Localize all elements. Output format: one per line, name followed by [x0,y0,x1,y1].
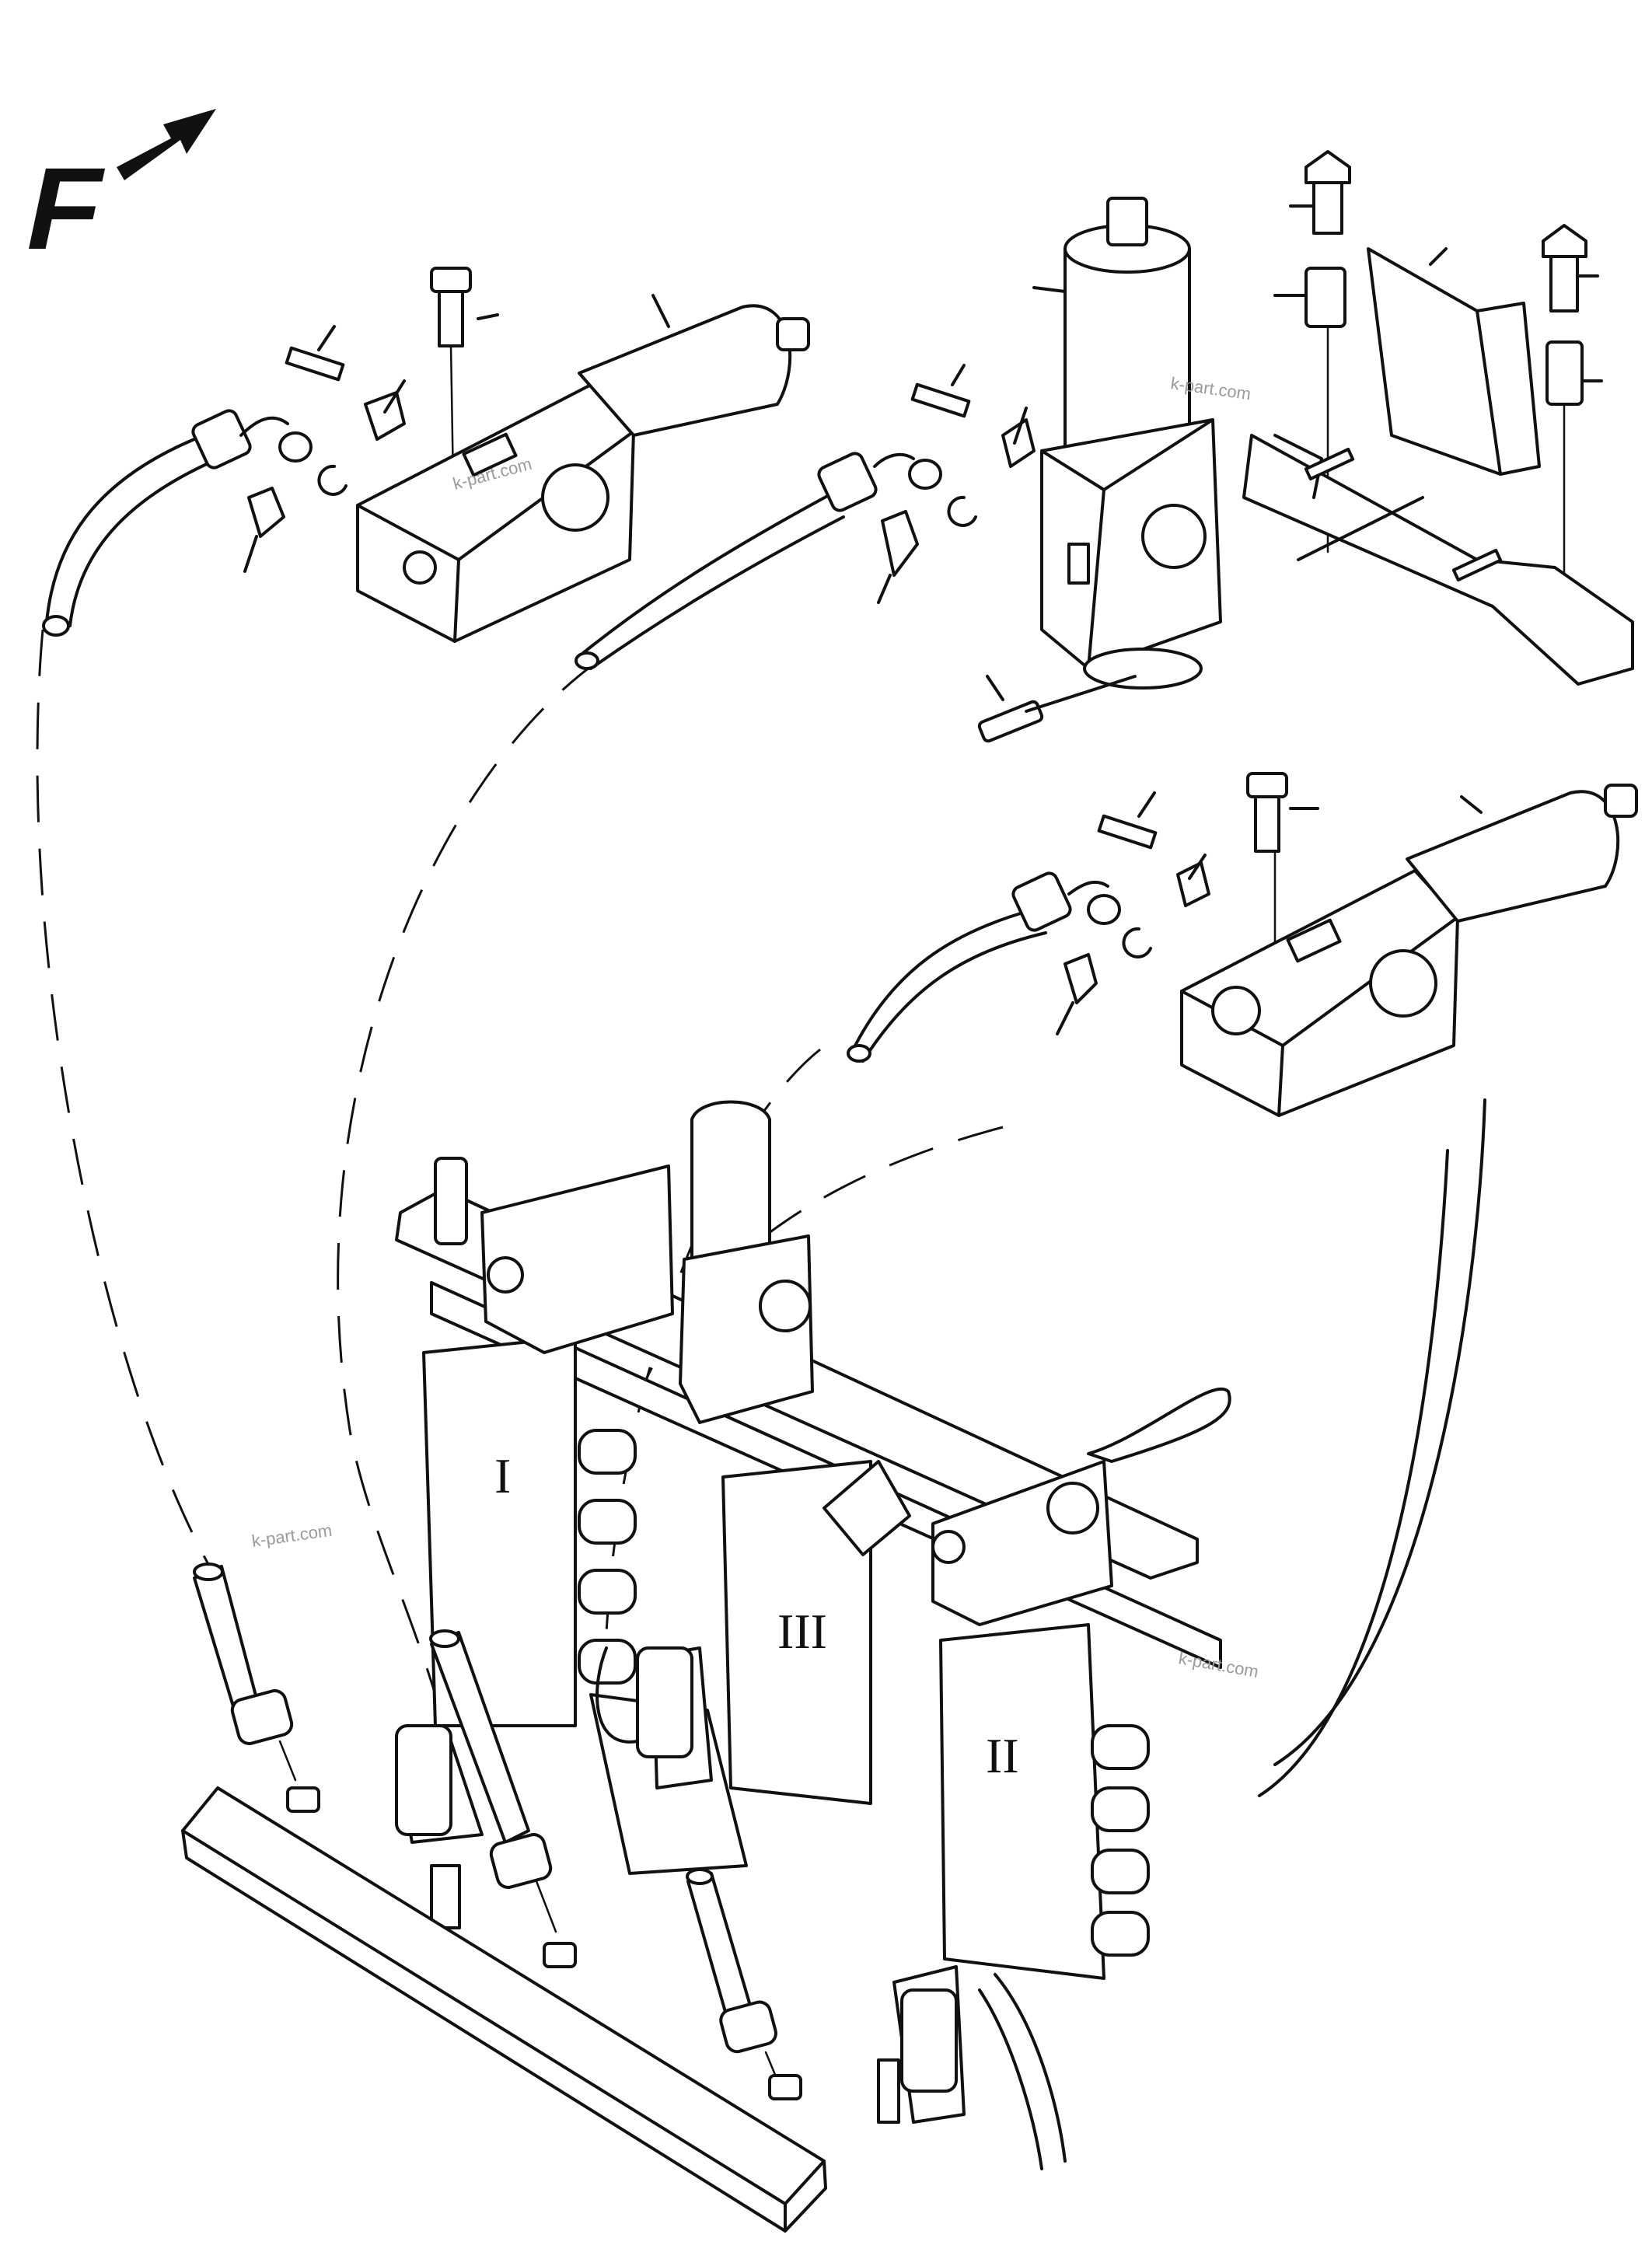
valve-block [1040,418,1222,670]
direction-label: F [16,145,114,274]
section-label-III: III [777,1604,827,1659]
manifold-beam [181,1786,827,2233]
watermark-3: k-part.com [250,1521,333,1551]
feed-hoses [193,1562,787,2100]
filters [395,1646,958,2093]
valve-assembly-top-center [575,197,1222,743]
direction-indicator: F [16,109,216,274]
forward-arrow-icon [117,109,216,180]
hose [45,418,227,623]
section-label-I: I [494,1448,511,1503]
valve-assembly-middle-right [847,772,1638,1117]
plug-caps-II [1091,1724,1150,1957]
plug-caps-I [578,1429,637,1685]
valve-section-II [939,1623,1105,1980]
bracket-assembly [1242,150,1634,686]
valve-section-III [721,1460,872,1805]
valve-assembly-top-left [42,267,810,643]
section-label-II: II [986,1728,1019,1783]
mounting-bracket [1242,434,1634,686]
